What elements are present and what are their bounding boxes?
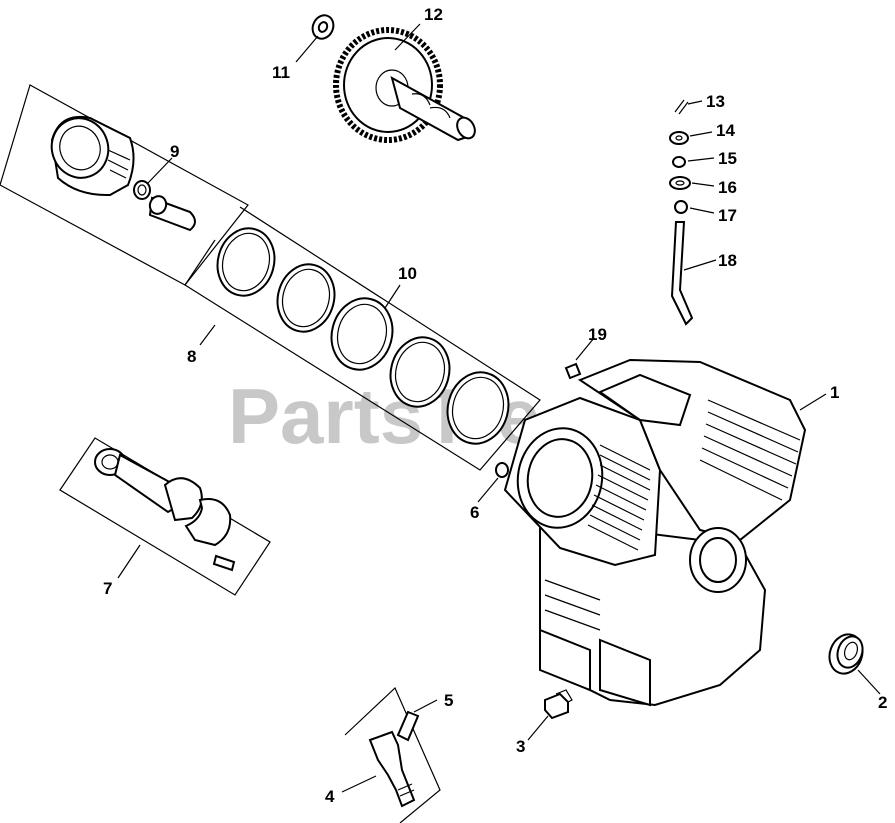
leader-lines	[117, 23, 881, 793]
part-3-plug	[544, 689, 573, 720]
part-2-oil-seal	[828, 633, 864, 675]
callout-5: 5	[444, 691, 453, 710]
part-16-washer	[669, 176, 691, 190]
callout-4: 4	[325, 787, 335, 806]
part-15-seal	[672, 156, 686, 168]
part-6-dowel-pin	[495, 462, 509, 478]
callout-2: 2	[878, 693, 887, 712]
piston-pin	[148, 195, 196, 232]
callout-7: 7	[103, 579, 112, 598]
part-11-washer	[311, 14, 335, 40]
connecting-rod	[94, 448, 203, 522]
part-13-pin	[674, 99, 689, 115]
callout-16: 16	[718, 178, 737, 197]
callout-3: 3	[516, 737, 525, 756]
part-1-crankcase	[503, 358, 807, 707]
part-8-piston-assembly	[0, 84, 541, 471]
part-14-washer	[669, 131, 689, 145]
part-17-seal	[674, 200, 688, 214]
connecting-rod-bolt	[212, 554, 236, 572]
callout-12: 12	[424, 5, 443, 24]
callout-18: 18	[718, 251, 737, 270]
piston	[50, 116, 135, 197]
callout-19: 19	[588, 325, 607, 344]
part-9-retaining-ring	[133, 180, 151, 200]
callout-numbers: 11 12 9 10 8 13 14 15 16 17 18 19 1 2 3 …	[103, 5, 887, 806]
callout-15: 15	[718, 149, 737, 168]
callout-8: 8	[187, 347, 196, 366]
callout-14: 14	[716, 121, 735, 140]
callout-1: 1	[830, 383, 839, 402]
piston-rings	[216, 227, 510, 445]
part-18-dipstick-tube	[670, 221, 694, 326]
part-5-clip	[396, 710, 420, 742]
callout-17: 17	[718, 206, 737, 225]
part-4-sensor-assembly	[344, 686, 441, 823]
connecting-rod-cap	[184, 498, 232, 547]
callout-13: 13	[706, 92, 725, 111]
callout-9: 9	[170, 142, 179, 161]
part-19-dowel	[564, 362, 582, 380]
oil-sensor	[368, 730, 416, 808]
callout-10: 10	[398, 264, 417, 283]
part-7-connecting-rod-assembly	[59, 437, 271, 596]
part-12-camshaft-gear	[333, 27, 476, 143]
callout-6: 6	[470, 503, 479, 522]
callout-11: 11	[272, 63, 290, 82]
